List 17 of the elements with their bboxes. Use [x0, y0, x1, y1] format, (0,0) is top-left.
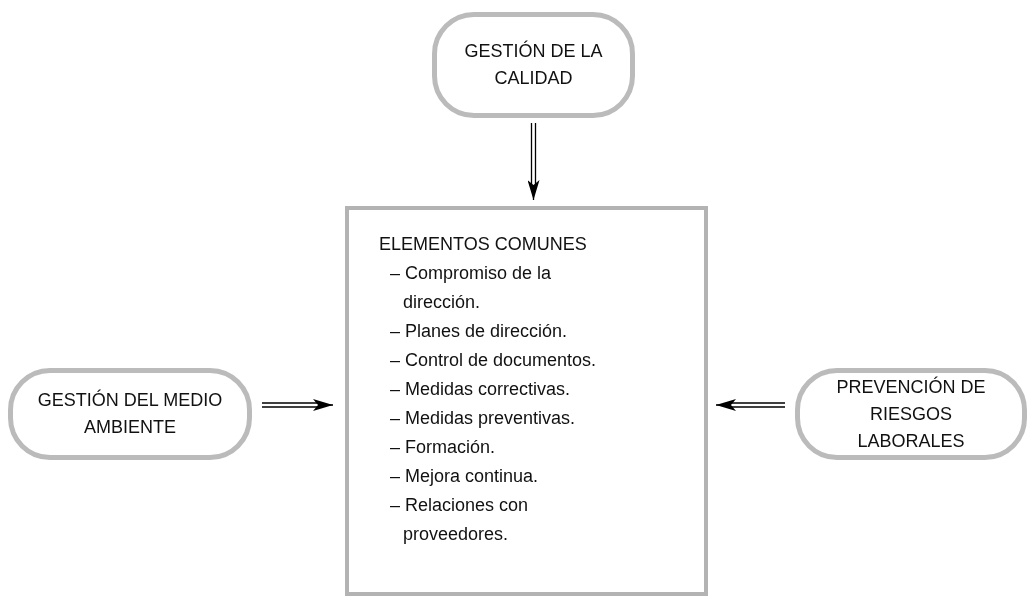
- content-box: [345, 206, 708, 596]
- list-item: – Medidas correctivas.: [389, 378, 572, 401]
- box-label: PREVENCIÓN DE RIESGOS LABORALES: [835, 375, 987, 453]
- list-item: – Control de documentos.: [389, 349, 598, 372]
- box-heading: ELEMENTOS COMUNES: [379, 233, 588, 256]
- box-label: GESTIÓN DEL MEDIO AMBIENTE: [36, 388, 224, 439]
- double-arrow: [715, 399, 786, 411]
- double-arrow: [527, 122, 540, 201]
- double-arrow: [261, 399, 334, 411]
- list-item: – Formación.: [389, 436, 497, 459]
- list-item: – Medidas preventivas.: [389, 407, 577, 430]
- list-item: – Compromiso de la dirección.: [389, 262, 553, 314]
- box-label: GESTIÓN DE LA CALIDAD: [463, 39, 604, 90]
- rounded-box: [432, 12, 635, 118]
- list-item: – Mejora continua.: [389, 465, 540, 488]
- list-item: – Planes de dirección.: [389, 320, 569, 343]
- list-item: – Relaciones con proveedores.: [389, 494, 530, 546]
